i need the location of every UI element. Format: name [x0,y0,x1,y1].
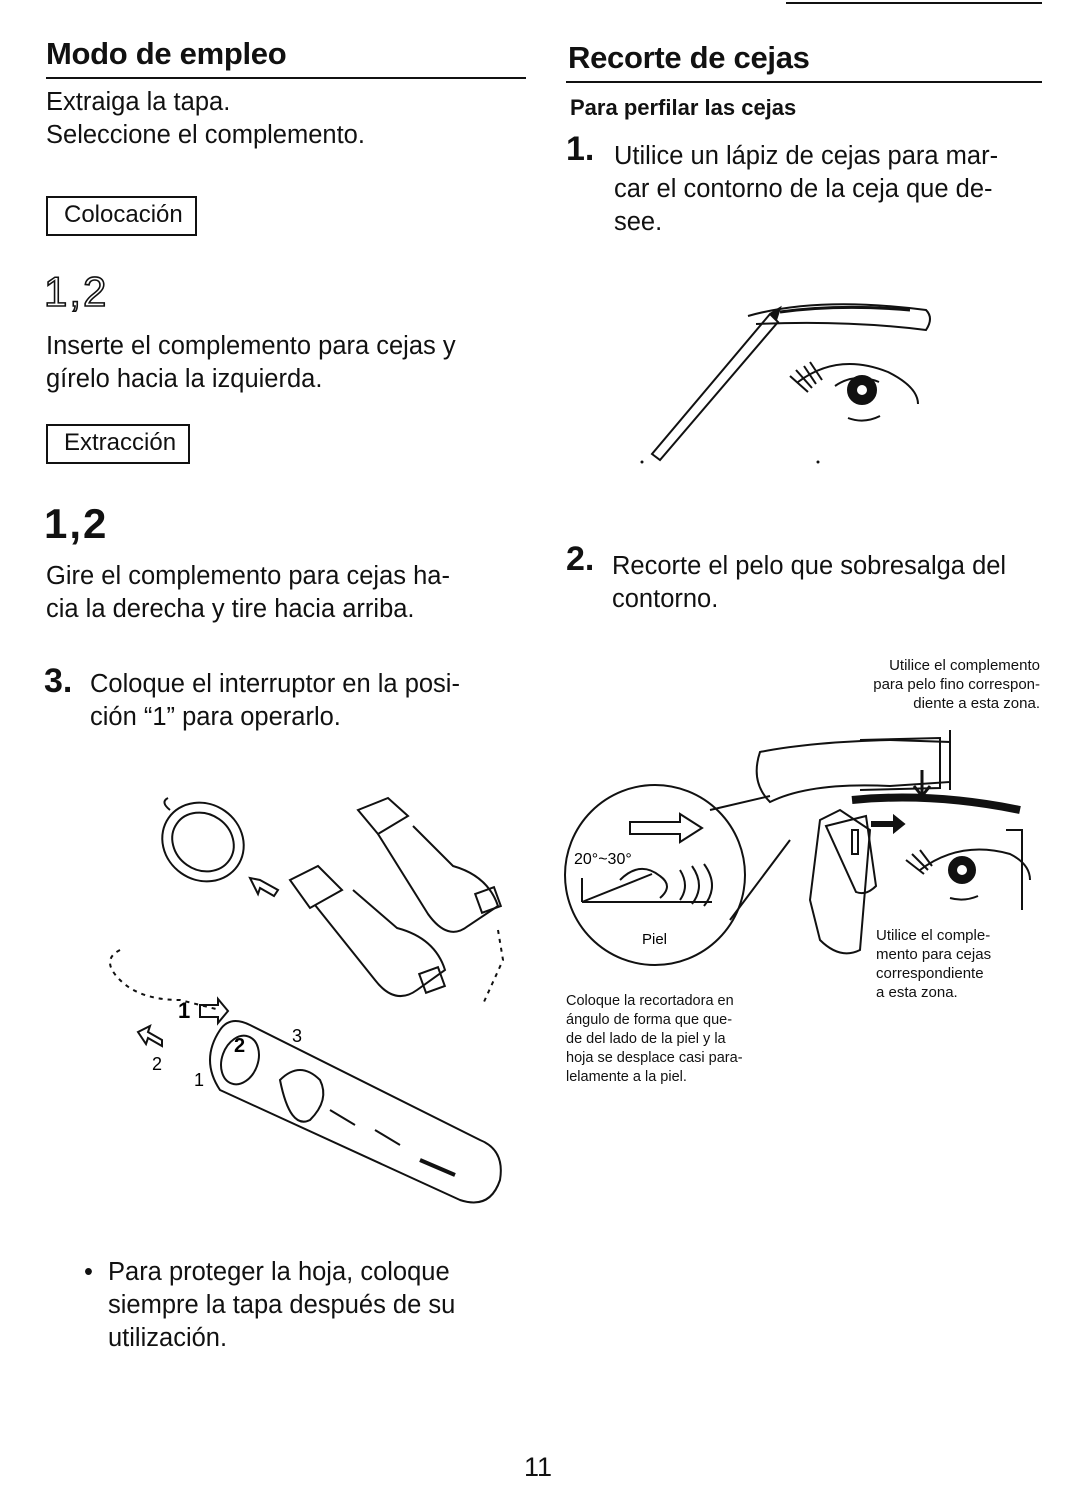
caption-line: ángulo de forma que que- [566,1012,733,1028]
eyebrow-zone-note: Utilice el comple- mento para cejas corr… [876,926,991,1002]
label-box-colocacion: Colocación [46,196,197,236]
heading-rule [566,81,1042,83]
insert-line: gírelo hacia la izquierda. [46,365,323,393]
caption-line: lelamente a la piel. [566,1069,687,1085]
eyebrow-outline-icon [747,303,931,332]
note-line: Utilice el comple- [876,927,991,944]
arrow-right-icon [199,996,230,1026]
caption-line: hoja se desplace casi para- [566,1050,743,1066]
note-line: Para proteger la hoja, coloque [108,1258,450,1286]
step2-text: Recorte el pelo que sobresalga del conto… [612,550,1006,616]
turn-text: Gire el complemento para cejas ha- cia l… [46,560,450,626]
protect-note: Para proteger la hoja, coloque siempre l… [108,1256,455,1355]
skin-label: Piel [642,931,667,948]
cap-ring-icon [161,797,245,883]
label-bottom-1: 1 [194,1070,204,1090]
step-numbers-outline: 1,2 [43,267,109,316]
step2-line: Recorte el pelo que sobresalga del [612,552,1007,580]
fine-hair-attachment-icon [288,864,447,998]
step3-text: Coloque el interruptor en la posi- ción … [90,668,460,734]
trimming-angle-illustration: 20°~30° Piel [564,730,1031,966]
top-rule [786,2,1042,4]
label-2: 2 [234,1035,245,1057]
step1-line: car el contorno de la ceja que de- [614,175,993,203]
insert-line: Inserte el complemento para cejas y [46,332,456,360]
note-line: para pelo fino correspon- [873,676,1040,693]
trimmer-handle-icon [209,1020,502,1204]
subheading: Para perfilar las cejas [570,95,797,120]
fine-hair-attachment-icon [755,730,951,804]
intro-line: Seleccione el complemento. [46,121,365,149]
eye-icon [905,848,1031,901]
eyebrow-pencil-illustration [640,303,931,464]
fine-hair-note: Utilice el complemento para pelo fino co… [792,656,1040,713]
label-3: 3 [292,1026,302,1046]
note-line: diente a esta zona. [913,695,1040,712]
note-line: utilización. [108,1324,228,1352]
heading-rule [46,77,526,79]
step1-text: Utilice un lápiz de cejas para mar- car … [614,140,998,239]
step1-line: see. [614,208,663,236]
turn-line: Gire el complemento para cejas ha- [46,562,450,590]
step1-line: Utilice un lápiz de cejas para mar- [614,142,999,170]
angle-wedge [581,873,712,903]
intro-line: Extraiga la tapa. [46,88,231,116]
bullet: • [84,1258,93,1286]
note-line: a esta zona. [876,984,958,1001]
arrow-left-icon [248,876,280,898]
zoom-circle [564,784,746,966]
intro-text: Extraiga la tapa. Seleccione el compleme… [46,86,365,152]
arrow-right-icon [871,813,906,835]
eyebrow-pencil-icon [650,305,782,462]
trimmer-assembly-illustration: 1 2 3 2 1 [109,796,505,1204]
page-number: 11 [524,1452,553,1482]
step3-line: Coloque el interruptor en la posi- [90,670,460,698]
eyebrow-stroke [851,793,1021,814]
caption-line: Coloque la recortadora en [566,993,734,1009]
insert-text: Inserte el complemento para cejas y gíre… [46,330,456,396]
step1-number: 1. [566,130,595,168]
label-box-extraccion: Extracción [46,424,191,464]
angle-label: 20°~30° [574,851,632,868]
arrow-right-icon [629,812,704,844]
note-line: mento para cejas [876,946,992,963]
step2-number: 2. [566,540,595,578]
section-heading-modo-de-empleo: Modo de empleo [46,36,287,71]
eye-icon [789,361,919,422]
step3-number: 3. [44,662,73,700]
caption-line: de del lado de la piel y la [566,1031,726,1047]
turn-line: cia la derecha y tire hacia arriba. [46,595,415,623]
arrow-left-icon [136,1024,163,1048]
note-line: correspondiente [876,965,984,982]
note-line: siempre la tapa después de su [108,1291,456,1319]
eyebrow-attachment-icon [356,796,503,933]
note-line: Utilice el complemento [889,657,1040,674]
step2-line: contorno. [612,585,719,613]
section-heading-recorte-de-cejas: Recorte de cejas [568,40,810,75]
step3-line: ción “1” para operarlo. [90,703,341,731]
label-bottom-2: 2 [152,1054,162,1074]
label-1: 1 [178,998,190,1023]
eyebrow-trimmer-icon [808,808,878,955]
step-numbers-bold: 1,2 [44,500,109,547]
angle-caption: Coloque la recortadora en ángulo de form… [566,992,743,1087]
